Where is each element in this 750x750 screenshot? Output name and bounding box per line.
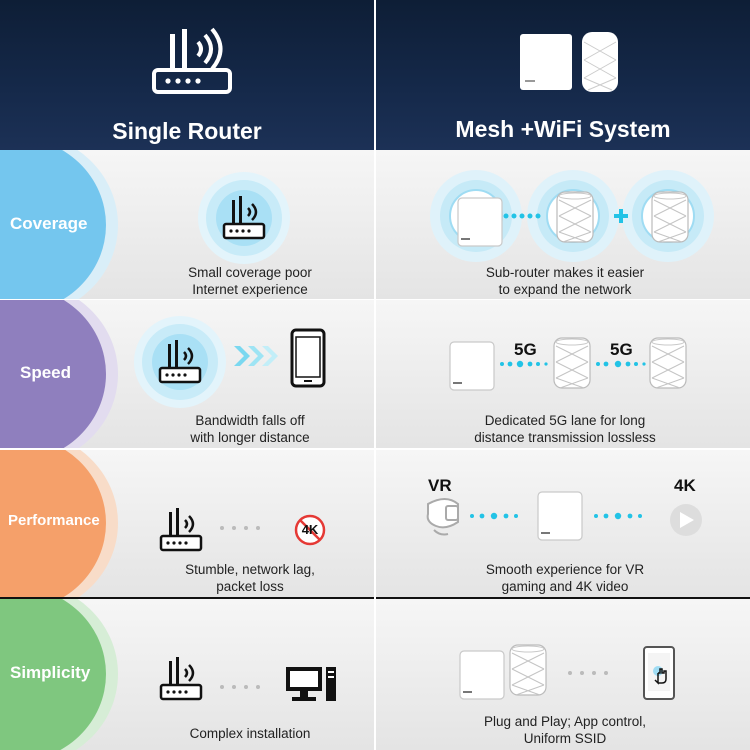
speed-label-bubble: Speed [0, 300, 120, 448]
speed-label: Speed [20, 363, 72, 382]
caption-line: Plug and Play; App control, [483, 714, 647, 729]
header-mesh-system: Mesh +WiFi System [376, 0, 750, 150]
simplicity-right-caption: Plug and Play; App control, Uniform SSID [430, 713, 700, 747]
caption-line: Bandwidth falls off [195, 413, 305, 428]
phone-icon [290, 328, 326, 388]
caption-line: to expand the network [498, 282, 632, 297]
mesh-coverage-diagram [430, 170, 714, 262]
performance-right-caption: Smooth experience for VR gaming and 4K v… [430, 561, 700, 595]
router-simplicity-icon [159, 655, 203, 701]
caption-line: with longer distance [190, 430, 310, 445]
no-4k-icon: 4K [294, 514, 326, 546]
coverage-label-bubble: Coverage [0, 150, 120, 300]
row-coverage: Coverage Small coverage poor Internet ex… [0, 150, 750, 300]
performance-left-caption: Stumble, network lag, packet loss [150, 561, 350, 595]
smartphone-app-icon [643, 646, 675, 700]
coverage-label: Coverage [10, 214, 88, 233]
caption-line: gaming and 4K video [501, 579, 629, 594]
mesh-speed-diagram [449, 337, 687, 391]
4k-label: 4K [674, 476, 696, 495]
vr-headset-icon [426, 498, 459, 536]
header-single-router: Single Router [0, 0, 374, 150]
caption-line: distance transmission lossless [474, 430, 656, 445]
speed-left-caption: Bandwidth falls off with longer distance [150, 412, 350, 446]
caption-line: Sub-router makes it easier [485, 265, 645, 280]
caption-line: Dedicated 5G lane for long [484, 413, 646, 428]
caption-line: Internet experience [192, 282, 308, 297]
simplicity-left-caption: Complex installation [150, 725, 350, 742]
installation-dots [220, 685, 260, 689]
header-right-title: Mesh +WiFi System [455, 116, 671, 142]
simplicity-label: Simplicity [10, 663, 91, 682]
desktop-computer-icon [286, 667, 336, 701]
performance-label: Performance [8, 512, 100, 529]
play-button-icon [670, 504, 702, 536]
caption-line: Complex installation [189, 726, 311, 741]
router-performance-icon [159, 506, 203, 552]
column-divider [374, 0, 376, 750]
speed-right-caption: Dedicated 5G lane for long distance tran… [430, 412, 700, 446]
band-label-5g-2: 5G [610, 340, 633, 359]
coverage-right-caption: Sub-router makes it easier to expand the… [430, 264, 700, 298]
mesh-simplicity-diagram [459, 644, 675, 700]
weak-signal-dots [220, 526, 260, 530]
band-label-5g-1: 5G [514, 340, 537, 359]
no-4k-badge-text: 4K [301, 522, 319, 537]
mesh-devices-icon [520, 32, 618, 92]
caption-line: packet loss [216, 579, 284, 594]
signal-arrows-icon [234, 346, 278, 366]
vr-label: VR [428, 476, 452, 495]
simplicity-label-bubble: Simplicity [0, 599, 120, 750]
caption-line: Small coverage poor [188, 265, 312, 280]
caption-line: Smooth experience for VR [485, 562, 645, 577]
router-icon [152, 27, 232, 94]
coverage-left-caption: Small coverage poor Internet experience [150, 264, 350, 298]
mesh-performance-diagram [426, 491, 702, 541]
performance-label-bubble: Performance [0, 450, 120, 597]
caption-line: Stumble, network lag, [185, 562, 315, 577]
caption-line: Uniform SSID [523, 731, 607, 746]
header-left-title: Single Router [112, 118, 262, 144]
router-coverage-icon [198, 172, 290, 264]
router-speed-icon [134, 316, 226, 408]
